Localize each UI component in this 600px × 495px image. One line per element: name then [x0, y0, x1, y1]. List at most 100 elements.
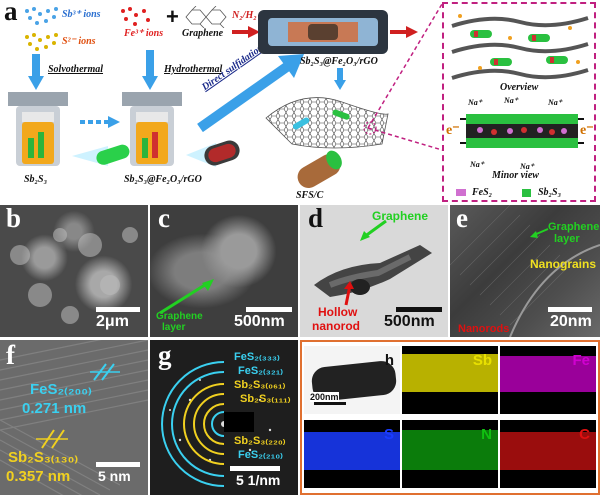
fes2-fringe-marker	[90, 363, 120, 381]
na-label-5: Na⁺	[520, 162, 534, 171]
graphene-layer-label-e-1: Graphene	[548, 221, 600, 233]
overview-label: Overview	[500, 82, 539, 93]
gas-in-arrow-icon	[232, 26, 260, 38]
panel-e-letter: e	[456, 205, 468, 233]
graphene-label: Graphene	[182, 28, 224, 39]
graphene-arrow-icon	[360, 219, 387, 241]
scale-bar-f	[96, 462, 140, 467]
na-label-4: Na⁺	[470, 160, 484, 169]
scale-bar-c	[246, 307, 292, 312]
scale-bar-g	[230, 466, 280, 471]
ring-label-6: FeS₂₍₂₁₀₎	[238, 449, 283, 461]
zoom-connector	[363, 3, 443, 151]
ring-label-3: Sb₂S₃₍₀₆₁₎	[234, 379, 286, 391]
fes2-plane-label: FeS₂₍₂₀₀₎	[30, 381, 92, 398]
tem-rod	[314, 245, 432, 297]
fes2-spacing-label: 0.271 nm	[22, 400, 87, 417]
sfs-c-label: SFS/C	[296, 190, 324, 201]
hydrothermal-label: Hydrothermal	[164, 64, 223, 75]
sb-map	[402, 354, 498, 392]
panel-c-sem-image: c Graphene layer 500nm	[150, 205, 298, 337]
panel-h-letter: h	[384, 352, 394, 369]
sb-ions-icon	[25, 7, 58, 25]
minor-view-label: Minor view	[492, 170, 539, 181]
diagonal-arrow-icon	[197, 54, 304, 132]
graphene-layer-arrow-icon	[159, 279, 214, 315]
solvothermal-label: Solvothermal	[48, 64, 104, 75]
tube-product-label: Sb₂S₃@Fe₂O₃/rGO	[300, 56, 378, 67]
autoclave-2	[122, 92, 182, 166]
structure-view-box	[442, 2, 596, 202]
graphene-layer-label-1: Graphene	[156, 311, 203, 322]
scale-label-b: 2μm	[96, 313, 129, 330]
sb2s3-plane-label: Sb₂S₃₍₁₃₀₎	[8, 449, 79, 466]
panel-a: a Sb³⁺ ions S²⁻ ions Fe³⁺ ions + Graphen…	[0, 0, 600, 205]
product-sb2s3-label: Sb₂S₃	[24, 174, 48, 185]
fe-ions-icon	[121, 7, 150, 26]
fe-map	[500, 356, 596, 392]
sb2s3-fringe-marker	[36, 429, 68, 449]
lattice-fringes	[0, 340, 148, 495]
hollow-arrow-icon	[344, 281, 354, 306]
sb-map-label: Sb	[472, 352, 492, 369]
fe-ions-label: Fe³⁺ ions	[124, 28, 164, 39]
scale-bar-d	[396, 307, 442, 312]
graphene-layer-label-e-2: layer	[554, 233, 580, 245]
fe-map-label: Fe	[572, 352, 590, 369]
panel-d-tem-image: d Graphene Hollow nanorod 500nm	[300, 205, 448, 337]
na-label-1: Na⁺	[468, 98, 482, 107]
scale-label-c: 500nm	[234, 313, 285, 330]
eds-c-tile: C	[500, 420, 596, 488]
electron-label-left: e⁻	[446, 123, 460, 138]
sb-ions-label: Sb³⁺ ions	[62, 9, 101, 20]
ring-label-5: Sb₂S₃₍₂₂₀₎	[234, 435, 286, 447]
eds-s-tile: S	[304, 420, 400, 488]
panel-d-letter: d	[308, 205, 324, 233]
scale-bar-b	[96, 307, 140, 312]
panel-g-saed-pattern: g FeS₂₍₃₃₃₎ FeS₂₍₃₂₁₎ Sb₂S₃₍₀₆₁₎ Sb₂S₃₍₁…	[150, 340, 298, 495]
product-sb2s3-fe2o3-label: Sb₂S₃@Fe₂O₃/rGO	[124, 174, 202, 185]
legend-fes2-label: FeS₂	[472, 187, 493, 198]
scale-bar-h	[314, 402, 346, 405]
hollow-label-2: nanorod	[312, 319, 360, 333]
electron-label-right: e⁻	[580, 123, 594, 138]
c-map-label: C	[579, 426, 590, 443]
n-map-label: N	[481, 426, 492, 443]
ring-label-4: Sb₂S₃₍₁₁₁₎	[240, 393, 291, 405]
dashed-arrow-icon	[80, 116, 120, 128]
s-map-label: S	[383, 426, 394, 443]
graphene-label-d: Graphene	[372, 209, 429, 223]
plus-sign: +	[166, 4, 179, 29]
panel-f-hrtem-image: f FeS₂₍₂₀₀₎ 0.271 nm Sb₂S₃₍₁₃₀₎ 0.357 nm…	[0, 340, 148, 495]
n-map	[402, 430, 498, 470]
ring-label-2: FeS₂₍₃₂₁₎	[238, 365, 283, 377]
down-arrow-icon	[334, 68, 346, 90]
panel-g-letter: g	[158, 340, 172, 370]
eds-sb-tile: Sb	[402, 346, 498, 414]
na-label-2: Na⁺	[504, 96, 518, 105]
c-map	[500, 432, 596, 470]
coated-rod-icon	[186, 140, 240, 167]
down-arrow-icon	[142, 50, 158, 90]
panel-a-letter: a	[4, 0, 18, 26]
s-ions-label: S²⁻ ions	[62, 36, 96, 47]
sb2s3-spacing-label: 0.357 nm	[6, 468, 71, 485]
gas-label: N₂/H₂	[232, 10, 257, 21]
diffraction-rings	[161, 361, 272, 487]
panel-b-sem-image: b 2μm	[0, 205, 148, 337]
tube-furnace	[258, 10, 388, 54]
panel-e-hrtem-image: e Graphene layer Nanograins Nanorods 20n…	[450, 205, 600, 337]
scale-label-e: 20nm	[550, 313, 592, 330]
sem-texture	[10, 227, 138, 324]
scale-label-h: 200nm	[310, 392, 339, 402]
overview-diagram	[451, 14, 589, 80]
autoclave-1	[8, 92, 68, 166]
lattice-texture	[450, 205, 600, 337]
panel-h-eds-maps: h 200nm Sb Fe S N C	[300, 340, 600, 495]
panel-c-letter: c	[158, 205, 170, 233]
scale-label-f: 5 nm	[98, 468, 131, 484]
scale-label-d: 500nm	[384, 313, 435, 330]
minor-view-diagram	[460, 114, 584, 148]
eds-n-tile: N	[402, 420, 498, 488]
gas-out-arrow-icon	[390, 26, 418, 38]
